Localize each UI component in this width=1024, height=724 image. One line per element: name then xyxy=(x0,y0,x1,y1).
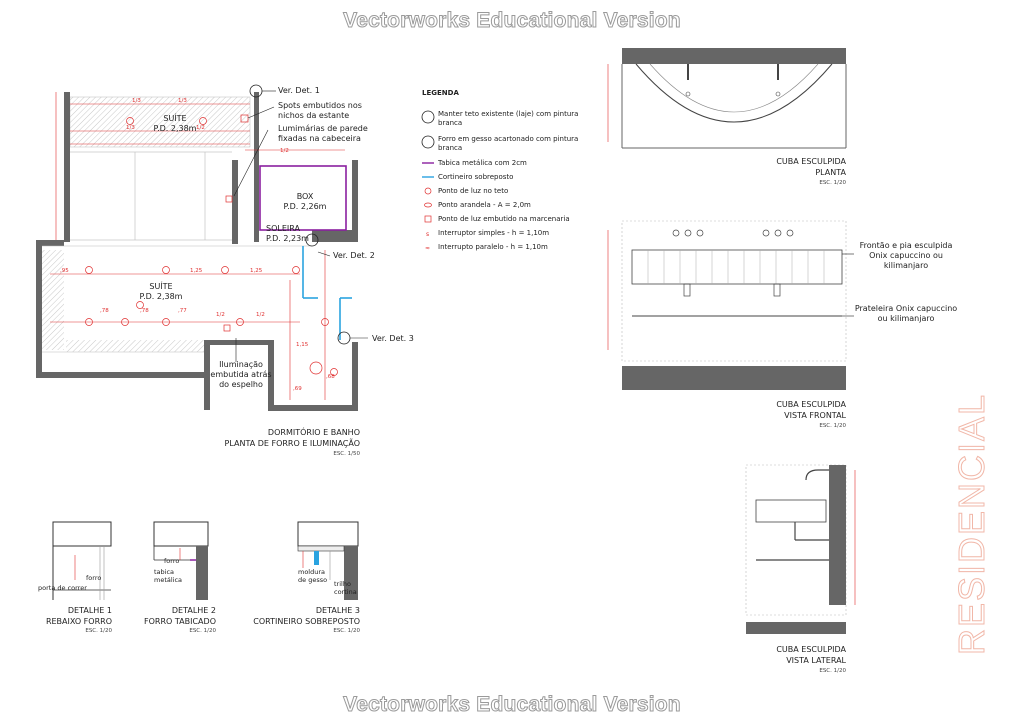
cuba-lateral-line2: VISTA LATERAL xyxy=(786,656,846,665)
room-soleira: SOLEIRA P.D. 2,23m xyxy=(266,224,326,244)
cuba-frontal-line1: CUBA ESCULPIDA xyxy=(776,400,846,409)
svg-text:,77: ,77 xyxy=(178,308,187,314)
room-suite-main-pd: P.D. 2,38m xyxy=(139,292,183,301)
cuba-frontal-scale: ESC. 1/20 xyxy=(819,423,846,429)
plan-title-1: DORMITÓRIO E BANHO xyxy=(267,428,360,437)
plan-scale: ESC. 1/50 xyxy=(333,451,360,457)
callout-ver-det-1: Ver. Det. 1 xyxy=(278,86,320,95)
svg-text:1/2: 1/2 xyxy=(196,125,205,131)
plan-title-2: PLANTA DE FORRO E ILUMINAÇÃO xyxy=(224,439,360,448)
detail-2-note-forro: forro xyxy=(164,557,180,565)
cuba-frontal-note2: Prateleira Onix capuccino ou kilimanjaro xyxy=(854,304,958,323)
svg-text:1/2: 1/2 xyxy=(280,148,289,154)
detail-3-note-trilho: trilho cortina xyxy=(334,580,357,596)
svg-text:,69: ,69 xyxy=(293,386,302,392)
room-suite-top-name: SUÍTE xyxy=(163,114,187,123)
svg-text:,78: ,78 xyxy=(100,308,109,314)
svg-text:1/3: 1/3 xyxy=(132,98,141,104)
legend-item-3: Cortineiro sobreposto xyxy=(438,173,514,181)
legend-title: LEGENDA xyxy=(422,89,459,97)
detail-2-note-tabica: tabica metálica xyxy=(154,568,183,584)
callout-iluminacao: Iluminação embutida atrás do espelho xyxy=(210,360,272,389)
detail-2-subtitle: FORRO TABICADO xyxy=(144,617,216,626)
watermark-bottom: Vectorworks Educational Version xyxy=(343,693,681,717)
svg-text:1/3: 1/3 xyxy=(178,98,187,104)
svg-text:,78: ,78 xyxy=(140,308,149,314)
callout-ver-det-3: Ver. Det. 3 xyxy=(372,334,414,343)
svg-text:1,25: 1,25 xyxy=(250,268,263,274)
room-soleira-name: SOLEIRA xyxy=(266,224,300,233)
room-box-name: BOX xyxy=(296,192,314,201)
svg-text:1/2: 1/2 xyxy=(256,312,265,318)
cuba-frontal-line2: VISTA FRONTAL xyxy=(784,411,846,420)
detail-drawings xyxy=(52,521,359,600)
legend-item-7: Interruptor simples - h = 1,10m xyxy=(438,229,550,237)
cuba-lateral-drawing xyxy=(745,464,856,634)
svg-text:,68: ,68 xyxy=(326,374,335,380)
detail-1-note-forro: forro xyxy=(86,574,102,582)
svg-text:,95: ,95 xyxy=(60,268,69,274)
svg-text:s: s xyxy=(426,231,429,238)
cuba-frontal-note1: Frontão e pia esculpida Onix capuccino o… xyxy=(859,241,953,270)
callout-luminarias: Lumimárias de parede fixadas na cabeceir… xyxy=(278,124,368,143)
detail-3-title: DETALHE 3 xyxy=(315,606,360,615)
cuba-lateral-line1: CUBA ESCULPIDA xyxy=(776,645,846,654)
legend-item-5: Ponto arandela - A = 2,0m xyxy=(438,201,531,209)
svg-text:1,25: 1,25 xyxy=(190,268,203,274)
detail-2-title: DETALHE 2 xyxy=(171,606,216,615)
callout-spots: Spots embutidos nos nichos da estante xyxy=(278,101,362,120)
detail-2-scale: ESC. 1/20 xyxy=(189,628,216,634)
detail-3-note-moldura: moldura de gesso xyxy=(298,568,328,584)
legend-item-1: Forro em gesso acartonado com pintura br… xyxy=(438,135,579,152)
cuba-planta-line2: PLANTA xyxy=(815,168,846,177)
floor-plan: 1/3 1/3 1/3 1/2 ,95 1,25 1,25 ,78 ,78 ,77 1/2 1… xyxy=(36,84,368,411)
cuba-lateral-scale: ESC. 1/20 xyxy=(819,668,846,674)
room-suite-main-name: SUÍTE xyxy=(149,282,173,291)
svg-text:1/3: 1/3 xyxy=(126,125,135,131)
room-suite-top-pd: P.D. 2,38m xyxy=(153,124,197,133)
room-suite-main: SUÍTE P.D. 2,38m xyxy=(136,282,186,302)
room-suite-top: SUÍTE P.D. 2,38m xyxy=(150,114,200,134)
cuba-planta-scale: ESC. 1/20 xyxy=(819,180,846,186)
cuba-frontal-drawing xyxy=(607,220,854,390)
legend-item-4: Ponto de luz no teto xyxy=(438,187,509,195)
detail-3-scale: ESC. 1/20 xyxy=(333,628,360,634)
legend-item-2: Tabica metálica com 2cm xyxy=(438,159,527,167)
svg-text:1/2: 1/2 xyxy=(216,312,225,318)
detail-1-subtitle: REBAIXO FORRO xyxy=(45,617,112,626)
watermark-top: Vectorworks Educational Version xyxy=(343,9,681,33)
cuba-planta-line1: CUBA ESCULPIDA xyxy=(776,157,846,166)
detail-1-note-porta: porta de correr xyxy=(38,584,87,592)
cuba-planta-drawing xyxy=(607,48,847,149)
legend-item-6: Ponto de luz embutido na marcenaria xyxy=(438,215,570,223)
legend-item-0: Manter teto existente (laje) com pintura… xyxy=(438,110,579,127)
room-soleira-pd: P.D. 2,23m xyxy=(266,234,309,243)
room-box-pd: P.D. 2,26m xyxy=(283,202,327,211)
room-box: BOX P.D. 2,26m xyxy=(280,192,330,212)
detail-1-scale: ESC. 1/20 xyxy=(85,628,112,634)
svg-text:1,15: 1,15 xyxy=(296,342,309,348)
legend-item-8: Interrupto paralelo - h = 1,10m xyxy=(438,243,548,251)
legend-symbols: s ≈ xyxy=(421,110,435,252)
detail-3-subtitle: CORTINEIRO SOBREPOSTO xyxy=(253,617,360,626)
svg-text:≈: ≈ xyxy=(425,245,430,252)
callout-ver-det-2: Ver. Det. 2 xyxy=(333,251,375,260)
detail-1-title: DETALHE 1 xyxy=(67,606,112,615)
